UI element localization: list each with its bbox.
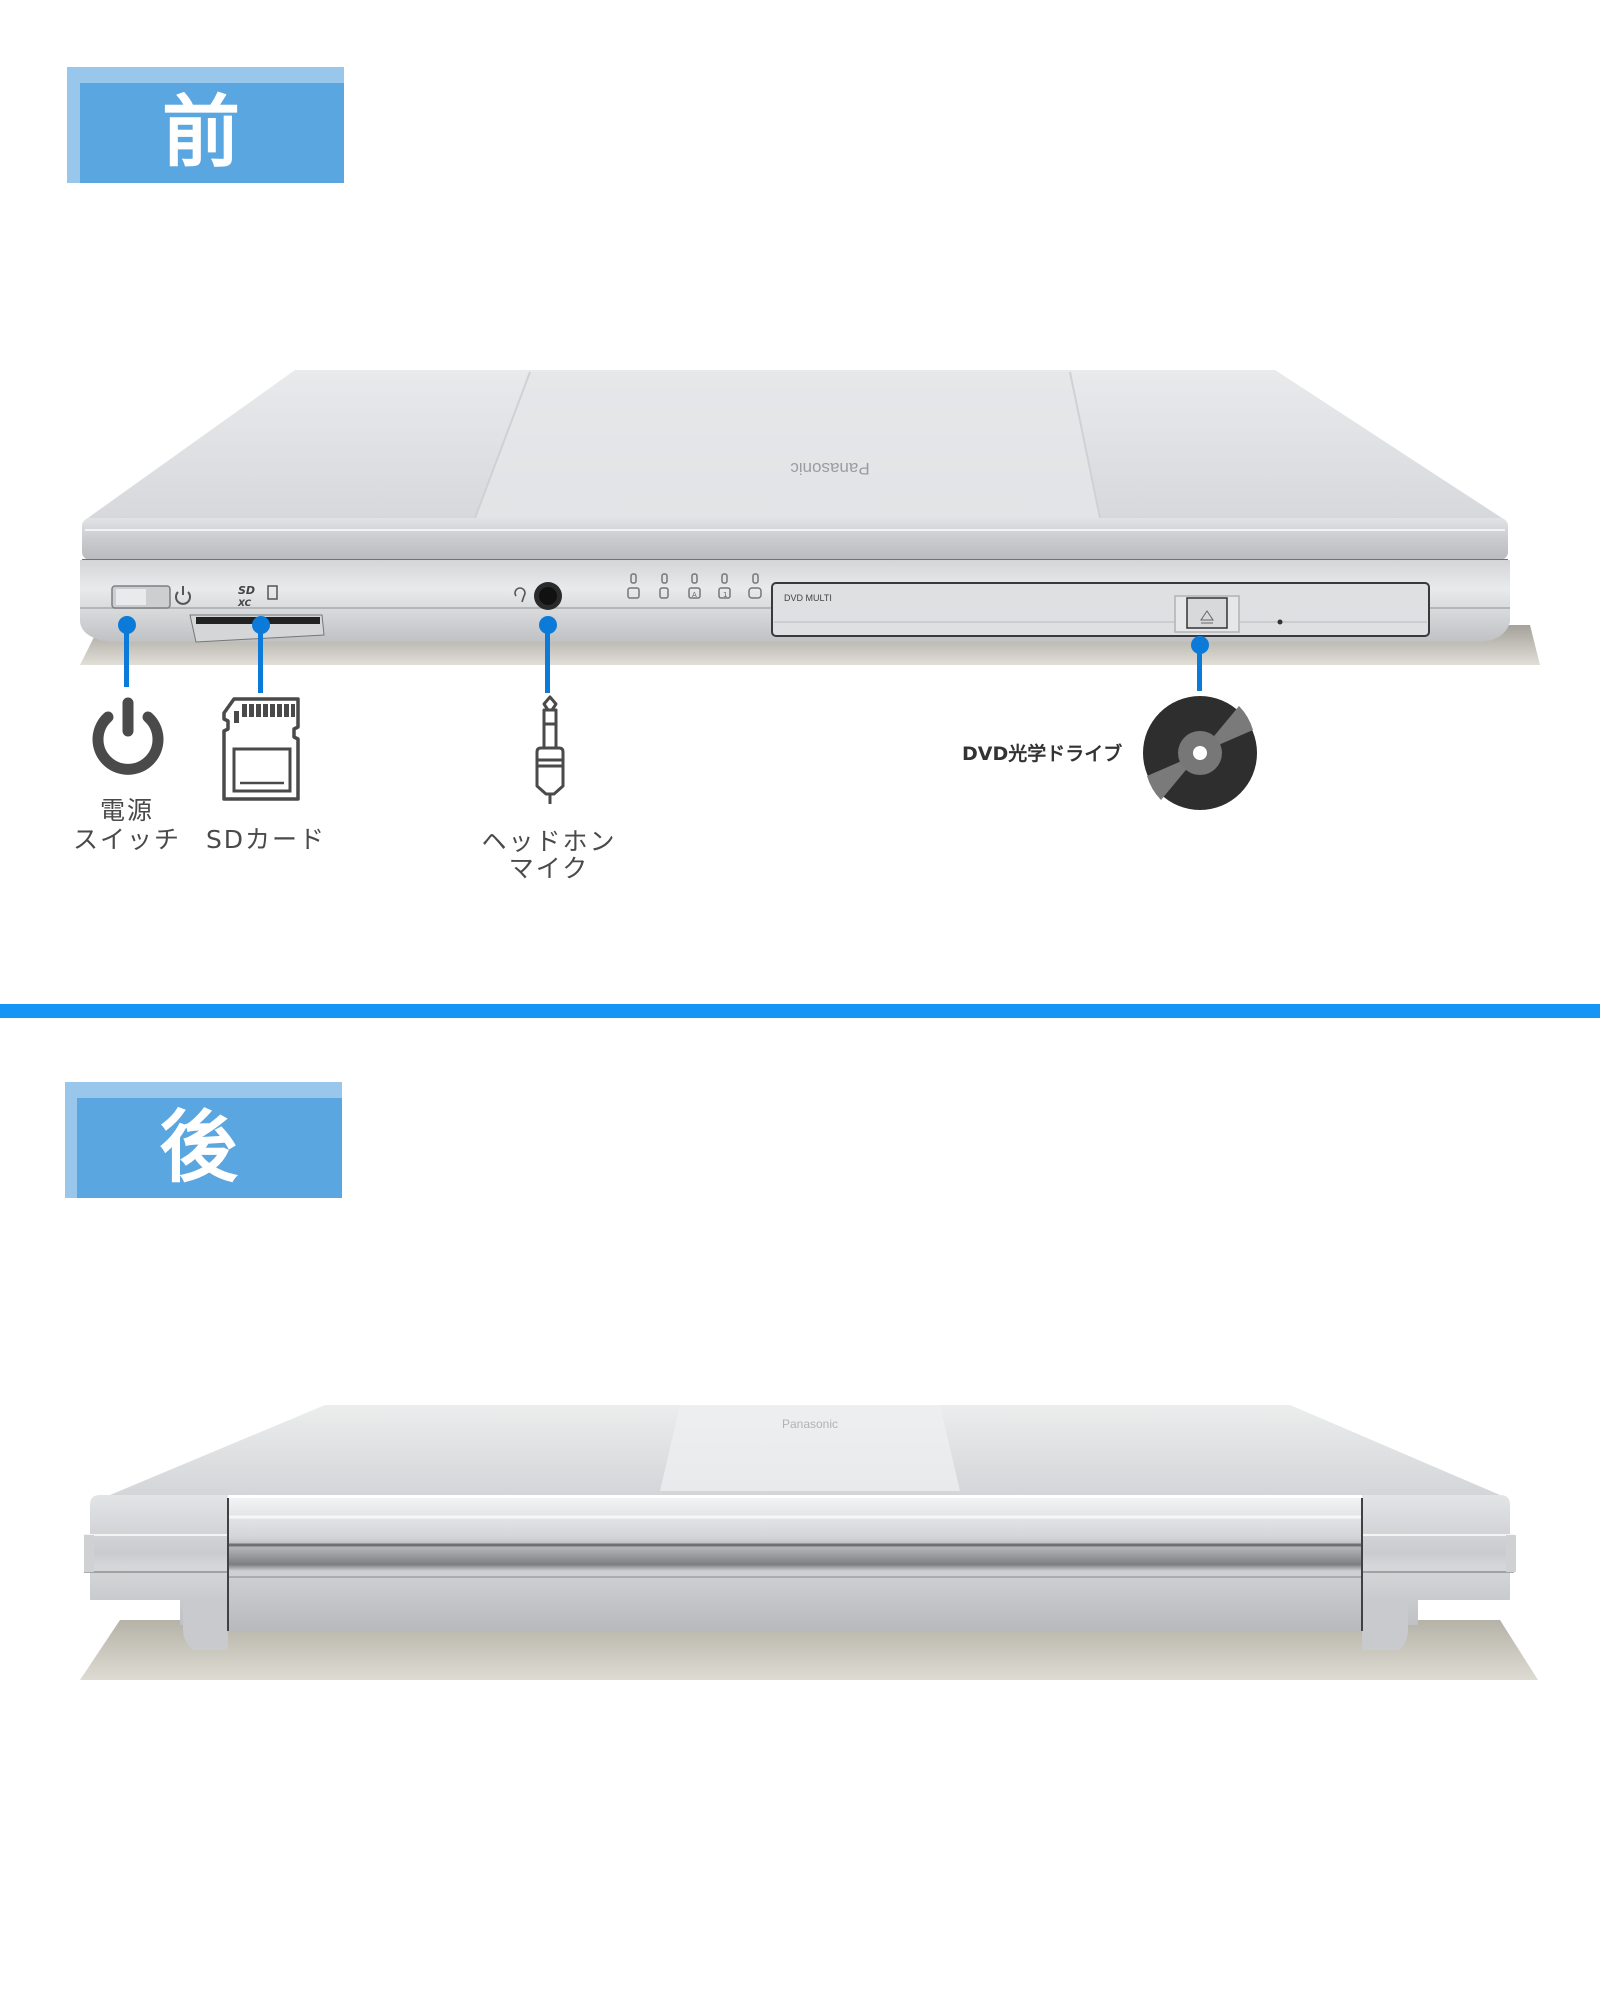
power-label-line2: スイッチ [72,825,181,854]
power-icon [92,697,164,775]
rear-heading-badge: 後 [65,1082,342,1198]
sd-label: SDカード [205,825,327,854]
audio-jack-icon [535,695,565,804]
svg-text:SD: SD [238,584,255,597]
dvd-callout-line [1197,645,1202,691]
headphone-label-line2: マイク [508,854,590,883]
front-heading-badge: 前 [67,67,344,183]
rear-heading-inner: 後 [77,1098,342,1198]
sd-callout-line [258,625,263,693]
section-divider [0,1004,1600,1018]
headphone-callout-line [545,625,550,693]
power-callout-line [124,625,129,687]
brand-logo-rear: Panasonic [782,1417,838,1431]
laptop-front-view: Panasonic SD XC A 1 DVD MULTI [80,370,1540,665]
status-led-row [627,573,762,599]
laptop-rear-view: Panasonic [80,1405,1538,1680]
power-label-line1: 電源 [99,796,154,825]
caps-lock-indicator: A [692,591,697,599]
front-heading: 前 [161,88,240,178]
headphone-symbol-icon [514,587,526,603]
headphone-label-line1: ヘッドホン [481,827,617,856]
front-heading-inner: 前 [80,83,344,183]
power-symbol-icon [175,586,191,605]
brand-logo: Panasonic [790,459,870,478]
dvd-label: DVD光学ドライブ [962,743,1123,765]
dvd-tray[interactable] [771,582,1430,637]
sd-card-icon [222,697,300,801]
emergency-eject-hole [1277,619,1283,625]
dvd-drive-label: DVD MULTI [784,593,832,603]
num-lock-indicator: 1 [723,591,727,599]
disc-icon [1143,696,1257,810]
rear-heading: 後 [159,1103,238,1193]
svg-text:XC: XC [237,599,252,609]
